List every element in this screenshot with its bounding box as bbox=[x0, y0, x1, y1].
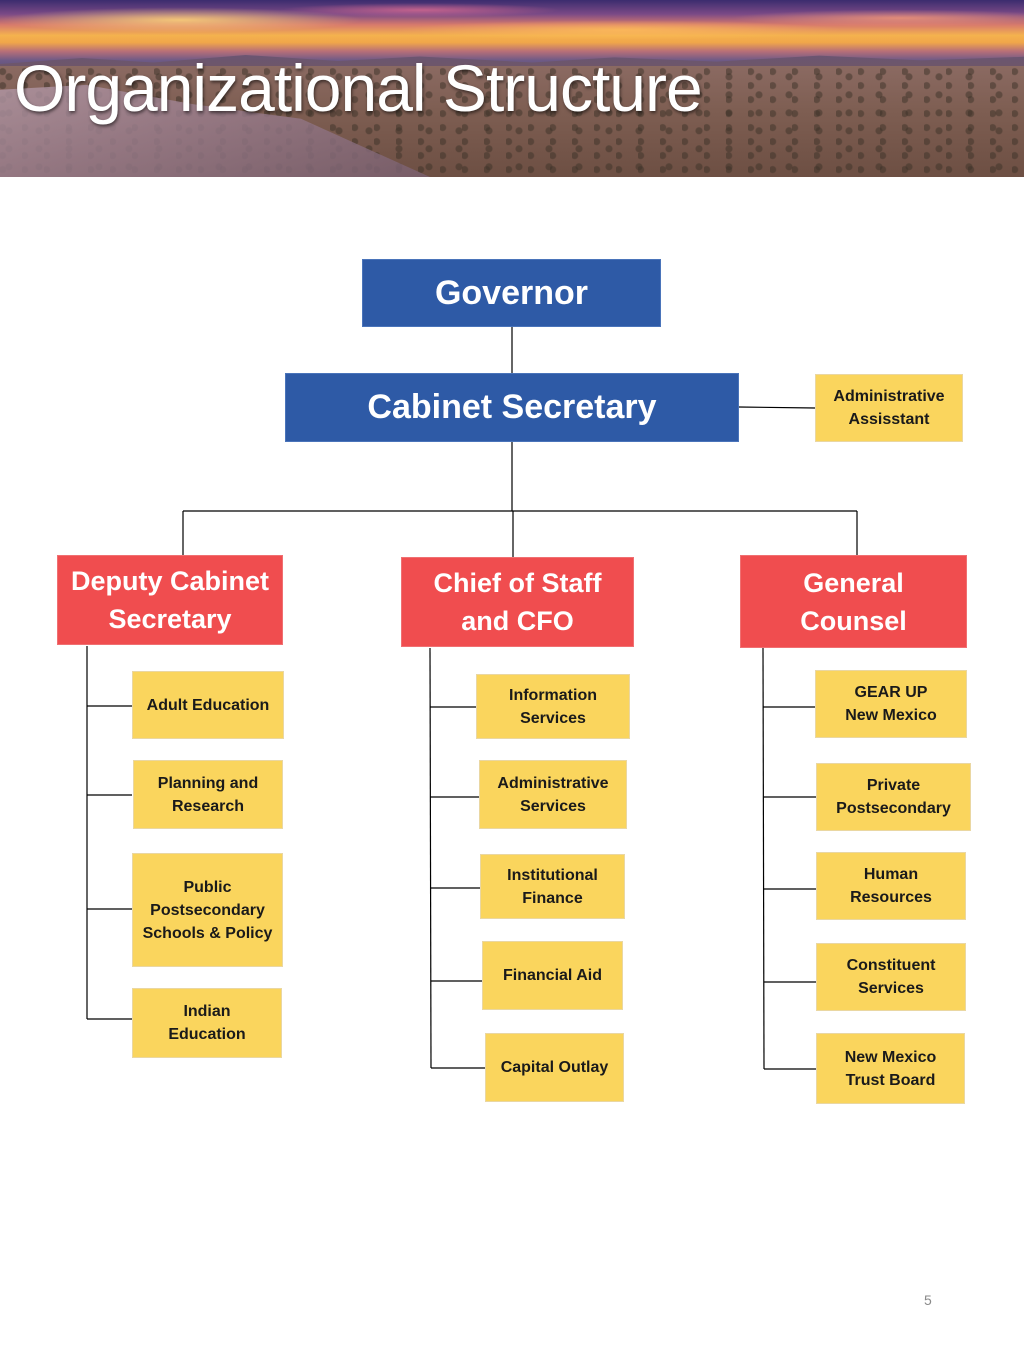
unit-human-resources: Human Resources bbox=[816, 852, 966, 920]
unit-indian-education: Indian Education bbox=[132, 988, 282, 1058]
unit-capital-outlay: Capital Outlay bbox=[485, 1033, 624, 1102]
cabinet-secretary-box: Cabinet Secretary bbox=[285, 373, 739, 442]
unit-label: Adult Education bbox=[146, 696, 270, 714]
unit-information-services: Information Services bbox=[476, 674, 630, 739]
connector-chief-spine bbox=[429, 647, 432, 1069]
governor-box: Governor bbox=[362, 259, 661, 327]
unit-constituent-services: Constituent Services bbox=[816, 943, 966, 1011]
unit-label: Public Postsecondary Schools & Policy bbox=[142, 878, 273, 942]
sunset-clouds bbox=[0, 0, 1024, 60]
unit-public-postsecondary: Public Postsecondary Schools & Policy bbox=[132, 853, 283, 967]
page-number: 5 bbox=[924, 1292, 932, 1308]
connector-cabinet-assistant bbox=[738, 406, 816, 409]
unit-label: Indian Education bbox=[168, 1003, 246, 1043]
page-title: Organizational Structure bbox=[14, 51, 703, 125]
unit-new-mexico-trust-board: New Mexico Trust Board bbox=[816, 1033, 965, 1104]
unit-planning-and-research: Planning and Research bbox=[133, 760, 283, 829]
unit-label: GEAR UP New Mexico bbox=[845, 684, 937, 724]
unit-institutional-finance: Institutional Finance bbox=[480, 854, 625, 919]
unit-administrative-services: Administrative Services bbox=[479, 760, 627, 829]
unit-label: New Mexico Trust Board bbox=[844, 1048, 937, 1089]
unit-label: Information Services bbox=[509, 686, 597, 727]
unit-gear-up-new-mexico: GEAR UP New Mexico bbox=[815, 670, 967, 738]
cabinet-secretary-label: Cabinet Secretary bbox=[367, 388, 657, 426]
deputy-cabinet-secretary-label: Deputy Cabinet Secretary bbox=[70, 566, 270, 634]
unit-label: Constituent Services bbox=[846, 957, 936, 997]
governor-label: Governor bbox=[434, 273, 589, 312]
unit-label: Capital Outlay bbox=[500, 1059, 609, 1076]
chief-of-staff-cfo-box: Chief of Staff and CFO bbox=[401, 557, 634, 647]
unit-label: Administrative Services bbox=[497, 774, 609, 815]
chief-of-staff-cfo-label: Chief of Staff and CFO bbox=[433, 568, 602, 636]
deputy-cabinet-secretary-box: Deputy Cabinet Secretary bbox=[57, 555, 283, 645]
header-banner: Organizational Structure bbox=[0, 0, 1024, 177]
general-counsel-label: General Counsel bbox=[800, 567, 907, 636]
unit-label: Institutional Finance bbox=[507, 866, 598, 907]
unit-private-postsecondary: Private Postsecondary bbox=[816, 763, 971, 831]
unit-label: Human Resources bbox=[850, 866, 932, 906]
general-counsel-box: General Counsel bbox=[740, 555, 967, 648]
administrative-assistant-label: Administrative Assisstant bbox=[833, 388, 945, 428]
unit-label: Private Postsecondary bbox=[836, 777, 951, 817]
unit-label: Planning and Research bbox=[157, 774, 259, 815]
administrative-assistant-box: Administrative Assisstant bbox=[815, 374, 963, 442]
unit-financial-aid: Financial Aid bbox=[482, 941, 623, 1010]
unit-label: Financial Aid bbox=[503, 967, 602, 984]
connector-counsel-spine bbox=[762, 647, 765, 1070]
unit-adult-education: Adult Education bbox=[132, 671, 284, 739]
